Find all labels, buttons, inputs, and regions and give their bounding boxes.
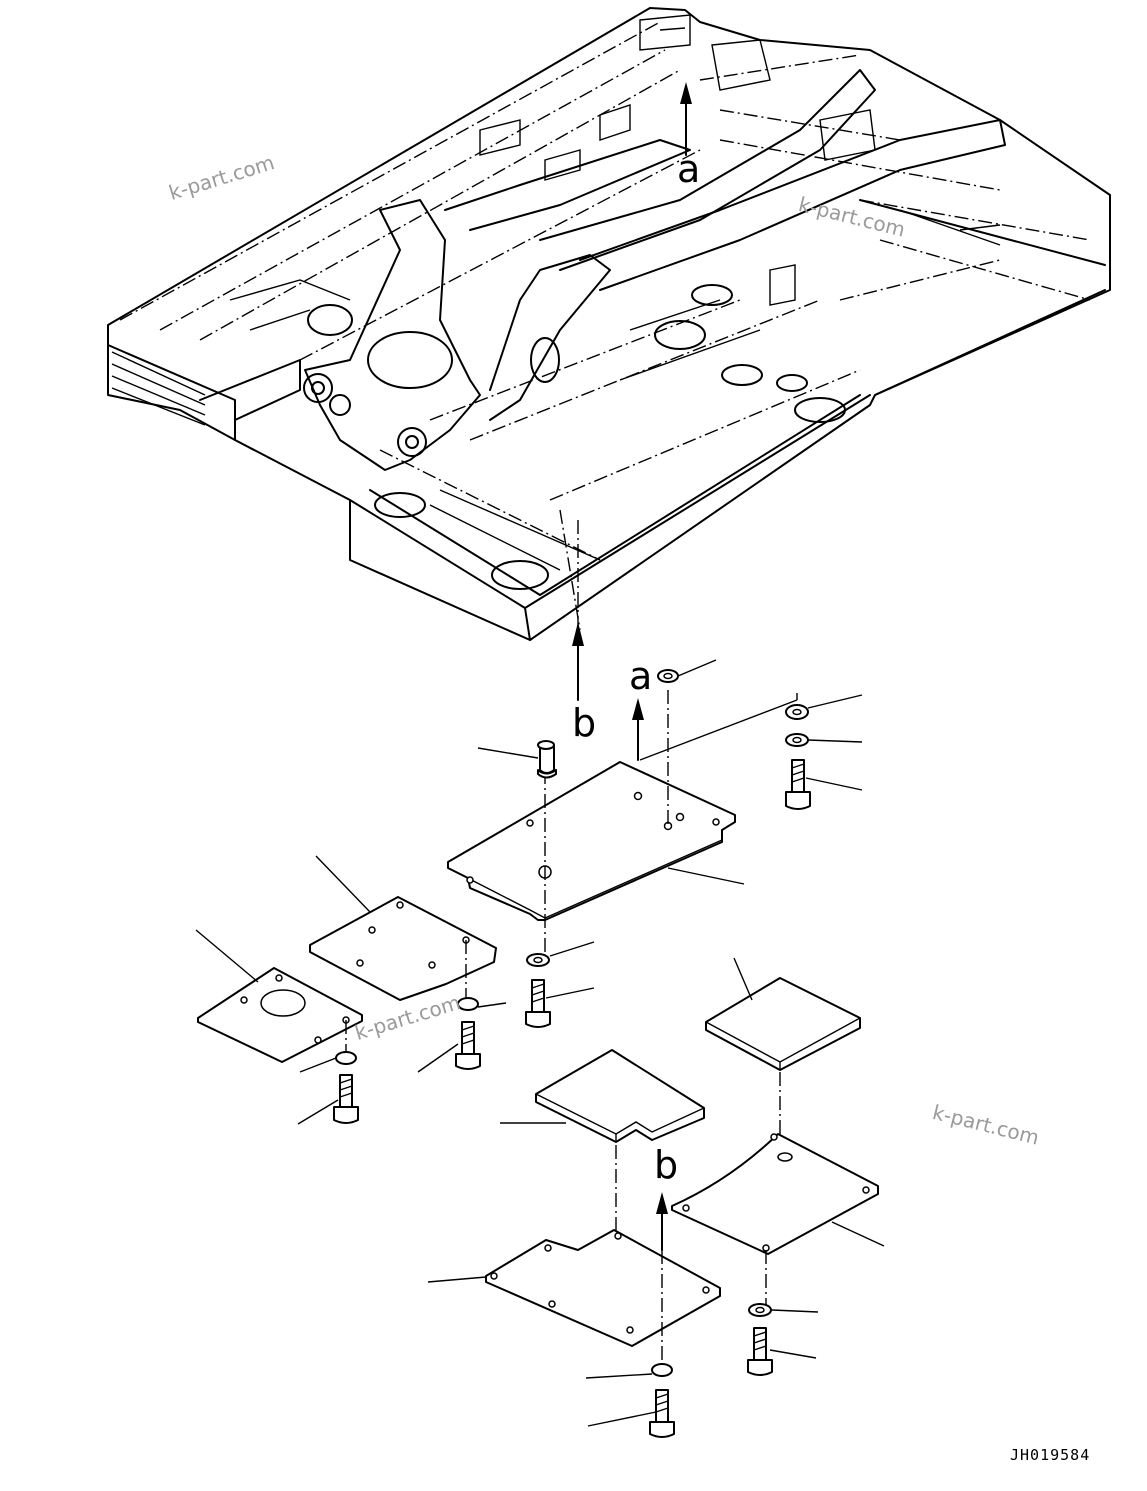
washer-bottom xyxy=(651,1363,673,1377)
drawing-code: JH019584 xyxy=(1010,1446,1091,1464)
lower-arrow-b xyxy=(656,1192,668,1251)
upper-arrow-a xyxy=(680,82,692,156)
bolt-top-right xyxy=(785,759,811,810)
washer-far-left xyxy=(335,1051,357,1065)
bolt-lower-right xyxy=(747,1327,773,1376)
large-cover-plate xyxy=(447,690,736,955)
revolving-frame xyxy=(107,7,1111,641)
lower-center-plate xyxy=(485,1229,721,1365)
washer-mid-left xyxy=(457,997,479,1011)
washer-middle xyxy=(526,953,550,967)
reference-letter-a-upper: a xyxy=(677,147,701,191)
washer-lower-right xyxy=(748,1303,772,1317)
bolt-middle xyxy=(525,979,551,1028)
middle-left-plate xyxy=(309,896,497,1001)
bolt-mid-left xyxy=(455,1021,481,1070)
upper-arrow-b xyxy=(572,520,584,701)
washer-top xyxy=(657,669,679,683)
leader-lines xyxy=(195,659,885,1427)
washer-top-right xyxy=(785,733,809,747)
reference-letter-b-lower: b xyxy=(654,1143,679,1187)
lower-arrow-a xyxy=(632,698,644,761)
nut-top-right xyxy=(785,704,809,720)
lower-right-plate xyxy=(671,1133,879,1305)
reference-letter-b-upper: b xyxy=(572,701,597,745)
bolt-far-left xyxy=(333,1074,359,1124)
sleeve xyxy=(537,740,557,779)
reference-letter-a-lower: a xyxy=(629,654,653,698)
far-left-plate xyxy=(197,967,363,1063)
bolt-bottom xyxy=(649,1389,675,1438)
lower-insulation-pad xyxy=(535,1049,705,1280)
